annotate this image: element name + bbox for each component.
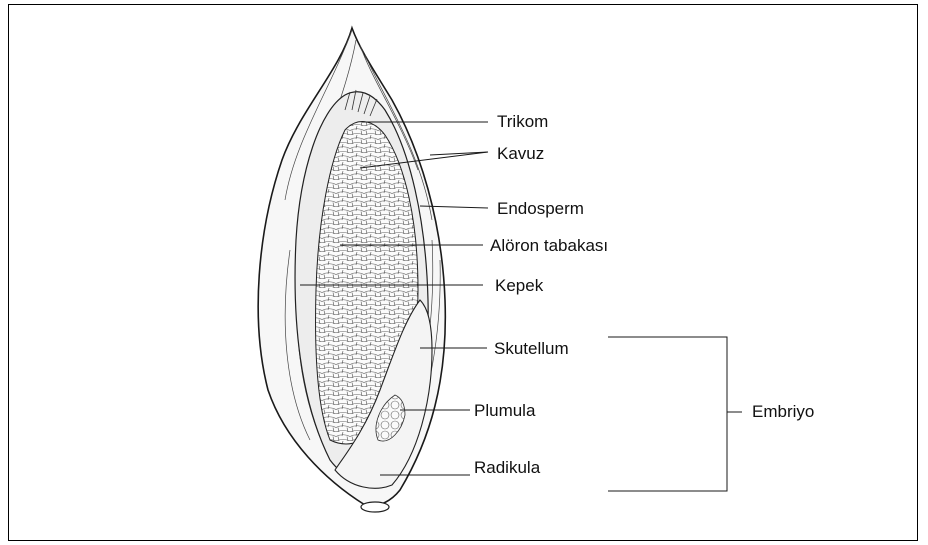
label-skutellum: Skutellum <box>494 340 569 357</box>
embryo-bracket <box>608 337 727 491</box>
label-radikula: Radikula <box>474 459 540 476</box>
label-endosperm: Endosperm <box>497 200 584 217</box>
radicle-tip <box>361 502 389 512</box>
label-kavuz: Kavuz <box>497 145 544 162</box>
label-trikom: Trikom <box>497 113 548 130</box>
label-aleuron: Alöron tabakası <box>490 237 608 254</box>
label-kepek: Kepek <box>495 277 543 294</box>
label-plumula: Plumula <box>474 402 535 419</box>
label-embriyo: Embriyo <box>752 403 814 420</box>
